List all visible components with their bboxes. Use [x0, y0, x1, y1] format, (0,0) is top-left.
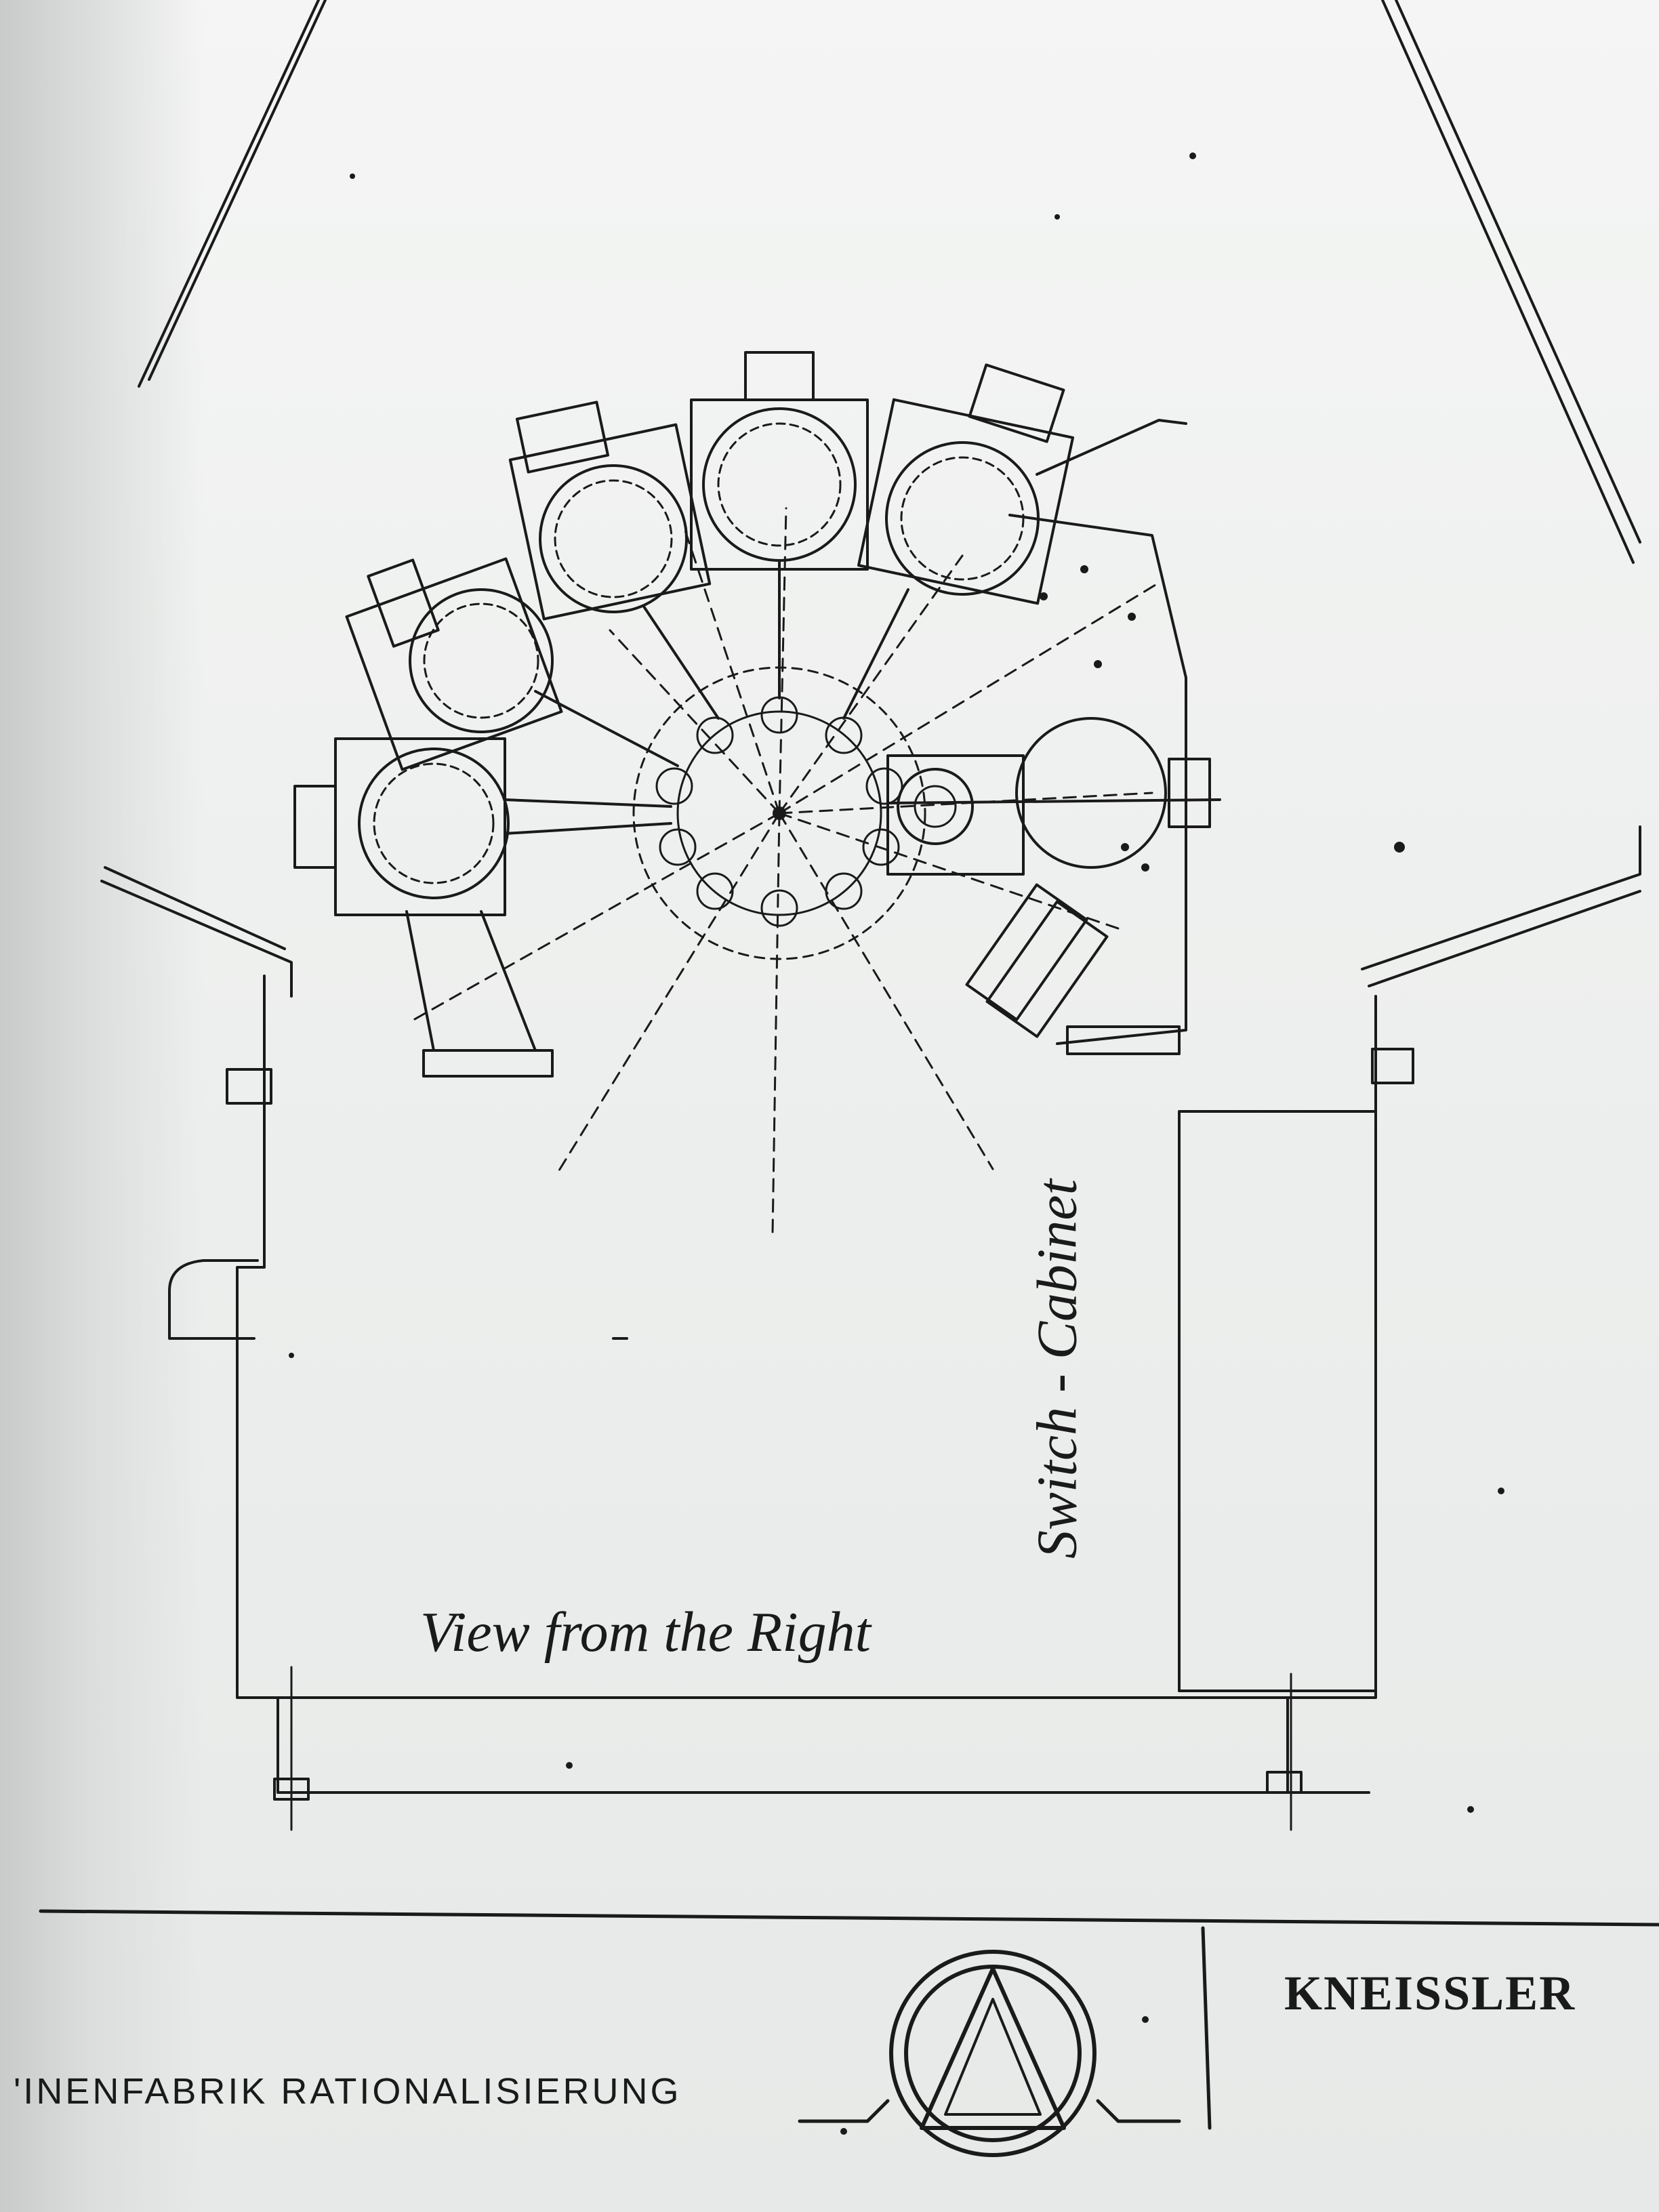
machine-hood-outline	[100, 0, 1641, 998]
feeder-bowl-left	[293, 737, 672, 916]
indexing-lines	[412, 507, 1160, 1235]
title-block	[39, 1909, 1659, 2130]
feeder-bowl-upper-left	[345, 557, 679, 771]
left-discharge-chute	[405, 910, 554, 1078]
table-stations	[655, 696, 903, 927]
triangle-in-circle-logo-icon	[798, 1950, 1181, 2157]
brand-name: KNEISSLER	[1284, 1966, 1576, 2020]
switch-cabinet-label: Switch - Cabinet	[1025, 1179, 1089, 1559]
page-shadow	[0, 0, 203, 2212]
switch-cabinet-box	[1178, 1110, 1377, 1692]
right-drive-station	[886, 514, 1221, 1055]
detail-marks	[289, 152, 1504, 2135]
feeder-bowl-top-right	[842, 363, 1187, 720]
feeder-bowl-top-left	[508, 401, 720, 720]
view-label: View from the Right	[420, 1601, 871, 1664]
company-name: 'INENFABRIK RATIONALISIERUNG	[14, 2071, 682, 2112]
feeder-bowl-top	[690, 351, 869, 699]
machine-base	[168, 975, 1414, 1831]
